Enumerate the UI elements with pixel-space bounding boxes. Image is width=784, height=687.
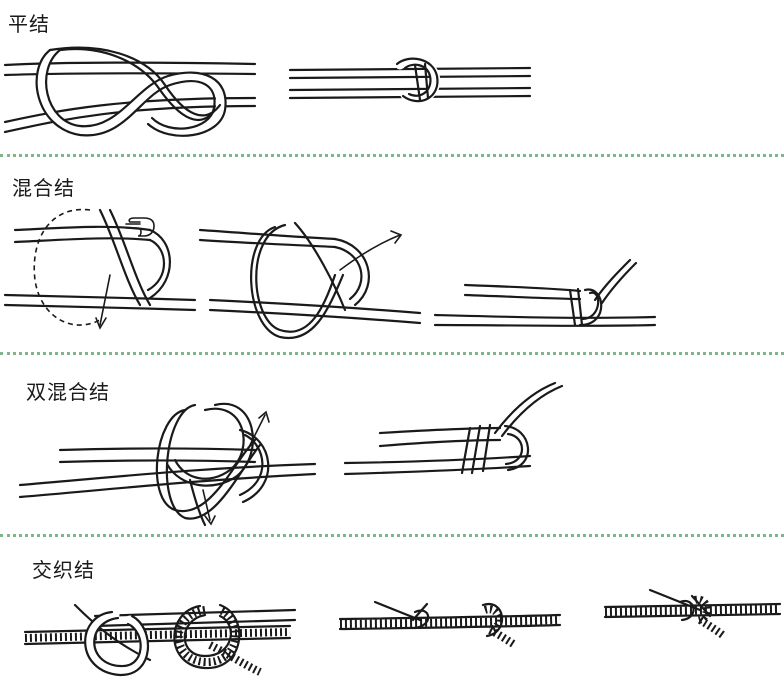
section-title-double-blood-knot: 双混合结 xyxy=(26,380,110,404)
interwoven-knot-partial-illustration xyxy=(338,600,562,649)
blood-knot-step-2-illustration xyxy=(198,221,422,340)
interwoven-knot-finished-illustration xyxy=(603,588,782,640)
blood-knot-finished-illustration xyxy=(433,258,657,327)
section-divider xyxy=(0,352,784,355)
pointing-hand-icon xyxy=(125,217,155,237)
square-knot-tight-illustration xyxy=(288,56,532,104)
interwoven-knot-loose-illustration xyxy=(23,603,297,677)
section-divider xyxy=(0,534,784,537)
double-blood-knot-loose-illustration xyxy=(18,402,317,527)
square-knot-loose-illustration xyxy=(3,45,257,137)
section-title-square-knot: 平结 xyxy=(8,12,50,36)
section-divider xyxy=(0,154,784,157)
section-title-interwoven-knot: 交织结 xyxy=(32,558,95,582)
section-title-blood-knot: 混合结 xyxy=(12,176,75,200)
blood-knot-step-1-illustration xyxy=(3,208,197,330)
double-blood-knot-tight-illustration xyxy=(343,381,564,476)
